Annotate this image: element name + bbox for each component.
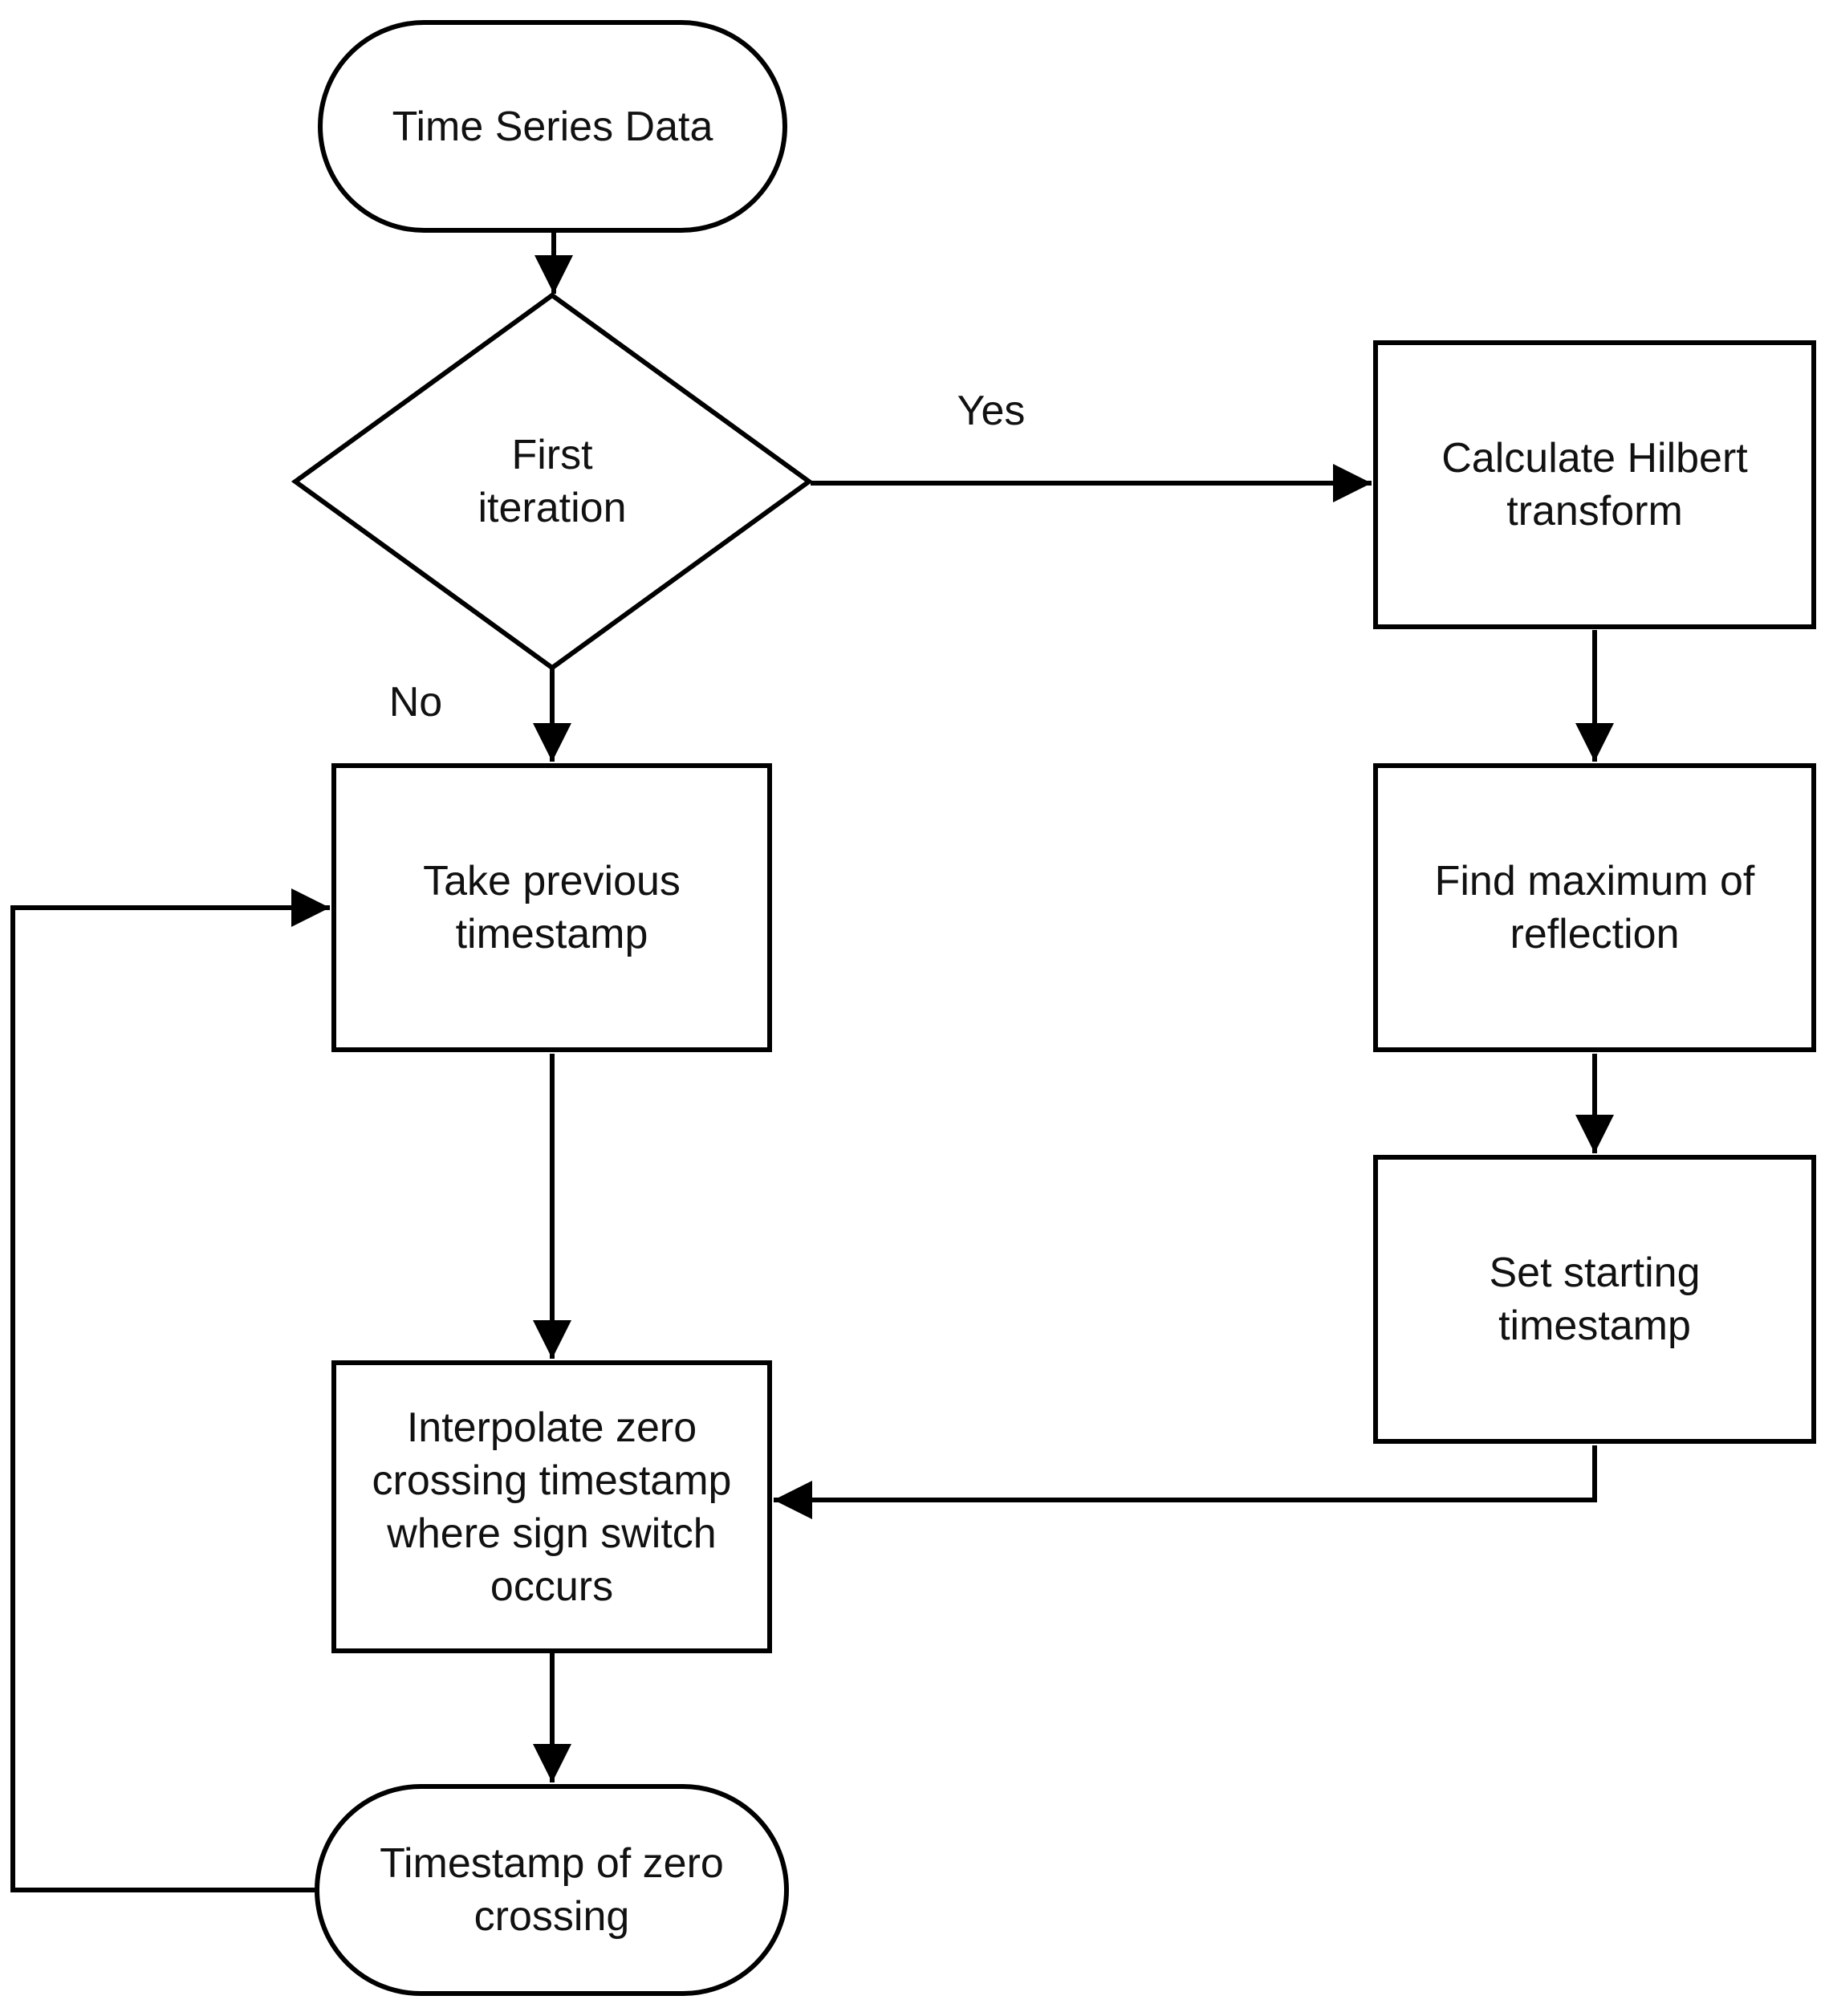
node-label-line: Timestamp of zero	[380, 1840, 724, 1887]
node-label-line: iteration	[478, 485, 627, 531]
node-interpolate: Interpolate zero crossing timestamp wher…	[331, 1360, 772, 1653]
node-label-line: First	[511, 432, 593, 478]
edge-label-text: No	[388, 679, 443, 726]
decision-diamond	[291, 292, 814, 671]
edge-label-no: No	[368, 678, 464, 726]
node-label-line: timestamp	[1498, 1303, 1691, 1349]
node-label-line: Take previous	[423, 858, 681, 904]
node-label-line: transform	[1506, 488, 1683, 534]
edge-end-loop-to-take-previous	[10, 888, 330, 1892]
node-end-terminator: Timestamp of zero crossing	[315, 1784, 789, 1996]
edge-label-text: Yes	[957, 388, 1026, 434]
node-calculate-hilbert: Calculate Hilbert transform	[1373, 340, 1816, 629]
node-set-starting: Set starting timestamp	[1373, 1155, 1816, 1444]
node-start-terminator: Time Series Data	[318, 20, 787, 233]
node-label-line: occurs	[490, 1563, 614, 1610]
node-find-maximum: Find maximum of reflection	[1373, 763, 1816, 1052]
node-label-line: Set starting	[1489, 1250, 1701, 1296]
node-label-line: Find maximum of	[1434, 858, 1755, 904]
node-label-line: crossing	[474, 1893, 630, 1940]
node-take-previous: Take previous timestamp	[331, 763, 772, 1052]
edge-set-starting-to-interpolate	[774, 1445, 1597, 1519]
node-label-line: Calculate Hilbert	[1441, 435, 1748, 482]
node-label-line: reflection	[1510, 911, 1680, 957]
edge-label-yes: Yes	[943, 387, 1039, 435]
node-first-iteration-decision: First iteration	[392, 427, 713, 536]
node-label-line: Interpolate zero	[406, 1404, 697, 1451]
node-label-line: Time Series Data	[392, 103, 713, 150]
node-label-line: where sign switch	[387, 1510, 717, 1557]
node-label-line: timestamp	[455, 911, 648, 957]
node-label-line: crossing timestamp	[372, 1457, 732, 1504]
